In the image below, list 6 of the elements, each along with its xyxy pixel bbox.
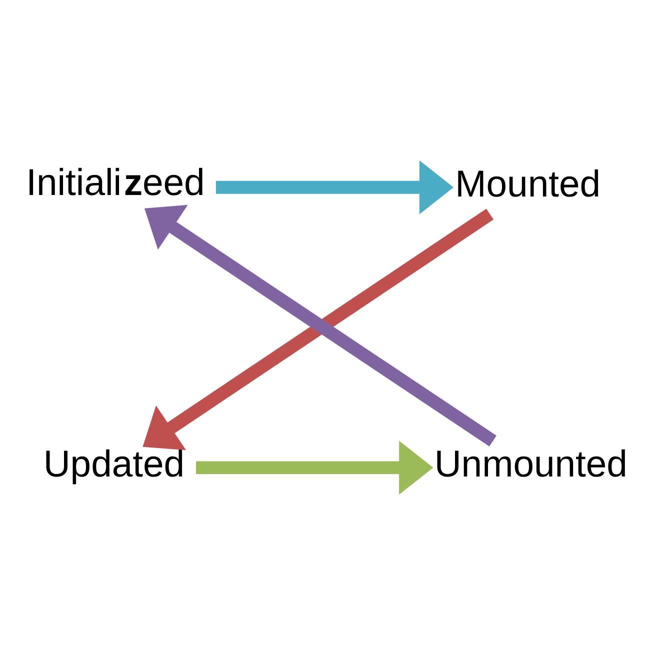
arrow [216, 160, 454, 214]
node-text: Updated [43, 442, 185, 485]
node-text: Unmounted [434, 442, 628, 485]
node-text: Initializeed [26, 160, 205, 203]
node-text: Mounted [455, 162, 601, 204]
arrow [196, 440, 434, 495]
